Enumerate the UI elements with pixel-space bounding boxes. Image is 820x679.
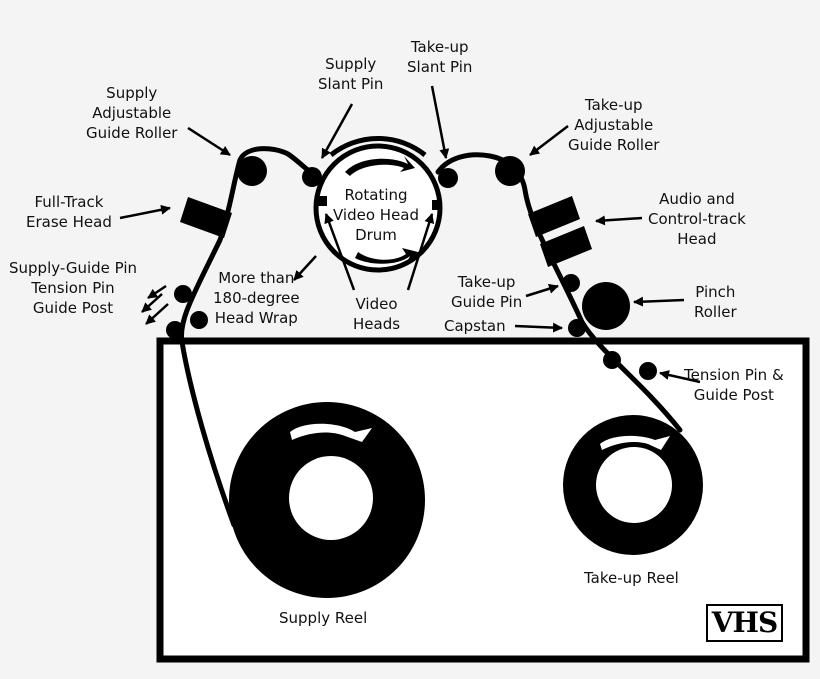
video-head-drum-graphic [313,136,443,273]
label-supply-slant-pin: Supply Slant Pin [318,55,384,93]
supply-reel-rotation-arrow [290,423,372,442]
label-takeup-guide-pin: Take-up Guide Pin [451,273,523,311]
label-full-track-erase-head: Full-Track Erase Head [26,193,112,231]
label-head-wrap: More than 180-degree Head Wrap [213,269,300,327]
supply-adjustable-guide-roller-graphic [237,156,267,186]
label-capstan: Capstan [444,317,506,335]
takeup-slant-pin-graphic [438,168,458,188]
supply-slant-pin-graphic [302,167,322,187]
supply-reel-graphic [229,402,425,598]
tension-pin-right-graphic [603,351,621,369]
guide-post-right-graphic [639,362,657,380]
label-supply-guide-pin-tension-pin-guide-post: Supply-Guide Pin Tension Pin Guide Post [9,259,138,317]
supply-guide-pin-graphic [174,285,192,303]
audio-head-graphic [528,196,580,237]
leader-arrows [119,85,701,384]
takeup-adjustable-guide-roller-graphic [495,156,525,186]
takeup-reel-graphic [563,415,703,555]
drum-rotation-arrow-top [345,156,415,176]
label-tension-pin-guide-post: Tension Pin & Guide Post [684,366,784,404]
drum-rotation-arrow-bottom [355,248,418,264]
label-takeup-adjustable-guide-roller: Take-up Adjustable Guide Roller [568,96,660,154]
label-takeup-reel: Take-up Reel [584,569,679,587]
tension-pin-graphic [190,311,208,329]
guide-post-graphic [166,321,184,339]
capstan-graphic [568,319,586,337]
label-supply-reel: Supply Reel [279,609,368,627]
control-track-head-graphic [540,226,592,267]
label-rotating-video-head-drum: Rotating Video Head Drum [333,186,420,244]
vhs-logo: VHS [706,604,783,642]
pinch-roller-graphic [582,282,630,330]
takeup-reel-rotation-arrow [600,435,670,450]
label-takeup-slant-pin: Take-up Slant Pin [407,38,473,76]
video-head-right [432,200,442,210]
takeup-guide-pin-graphic [562,274,580,292]
full-track-erase-head-graphic [180,197,232,238]
label-audio-control-track-head: Audio and Control-track Head [648,190,746,248]
label-supply-adjustable-guide-roller: Supply Adjustable Guide Roller [86,84,178,142]
video-head-left [317,196,327,206]
label-pinch-roller: Pinch Roller [694,283,737,321]
label-video-heads: Video Heads [353,295,401,333]
